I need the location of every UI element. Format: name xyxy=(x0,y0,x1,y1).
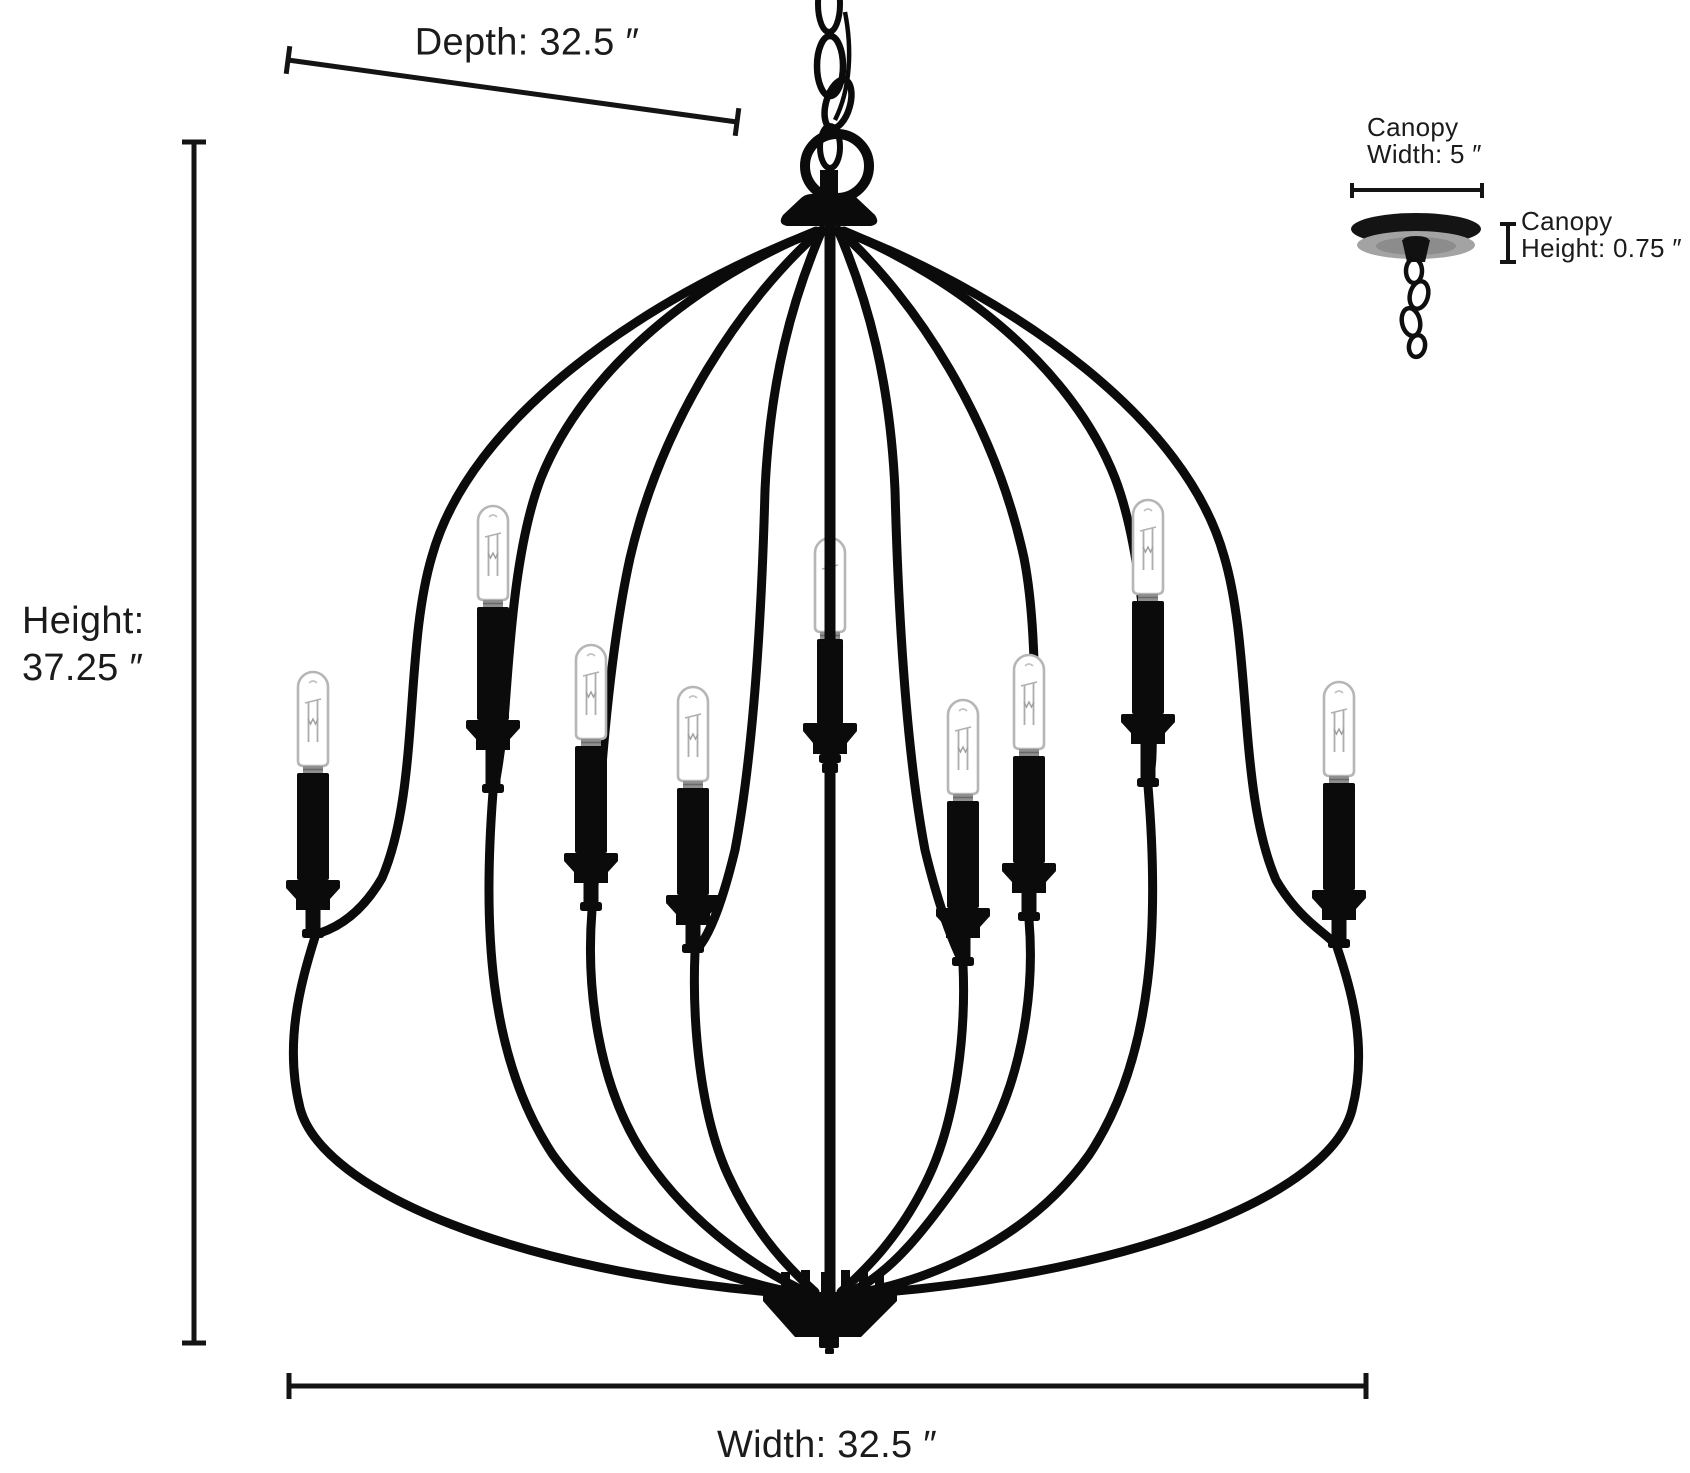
canopy-width-label-line2: Width: 5 ″ xyxy=(1367,139,1482,169)
width-dimension-label: Width: 32.5 ″ xyxy=(716,1424,938,1466)
chain-link xyxy=(832,11,852,122)
canopy-inset xyxy=(1351,213,1481,360)
depth-dimension-label: Depth: 32.5 ″ xyxy=(414,21,640,64)
rod xyxy=(693,225,827,953)
candle xyxy=(286,670,340,938)
candle xyxy=(666,685,720,953)
bulb xyxy=(946,698,980,801)
chain-link xyxy=(1406,332,1428,360)
bulb xyxy=(1322,680,1356,783)
candle-body xyxy=(666,788,720,953)
bulb xyxy=(296,670,330,773)
arm xyxy=(689,947,820,1297)
canopy-height-dimension-label: Canopy Height: 0.75 ″ xyxy=(1521,208,1682,262)
arm xyxy=(869,942,1364,1298)
candle xyxy=(1312,680,1366,948)
arm xyxy=(836,960,969,1297)
lower-arms xyxy=(288,781,1364,1298)
arm xyxy=(484,787,802,1298)
candle-body xyxy=(466,607,520,793)
height-label-line1: Height: xyxy=(22,600,145,642)
candle-body xyxy=(1002,756,1056,921)
ceiling-chain xyxy=(800,0,874,203)
candle-body xyxy=(1121,601,1175,787)
chain-link xyxy=(817,123,843,171)
center-candle-front xyxy=(803,639,857,773)
candle-body xyxy=(564,746,618,911)
chain-link xyxy=(1399,305,1423,339)
arm xyxy=(288,932,787,1298)
bulb xyxy=(1131,498,1165,601)
candle xyxy=(466,504,520,793)
rod xyxy=(315,228,817,938)
height-dimension-label: Height: 37.25 ″ xyxy=(22,598,145,692)
hang-cap xyxy=(780,194,878,226)
canopy-width-label-line1: Canopy xyxy=(1367,112,1459,142)
arm xyxy=(853,781,1158,1298)
arm xyxy=(846,915,1035,1297)
canopy-height-label-line1: Canopy xyxy=(1521,206,1613,236)
arm xyxy=(586,905,811,1297)
rod xyxy=(833,225,967,966)
candle xyxy=(1121,498,1175,787)
candle xyxy=(936,698,990,966)
canopy-width-dimension-label: Canopy Width: 5 ″ xyxy=(1367,114,1482,168)
canopy-height-label-line2: Height: 0.75 ″ xyxy=(1521,233,1682,263)
chain-link xyxy=(815,0,843,35)
candle xyxy=(1002,653,1056,921)
hang-stem xyxy=(820,170,838,198)
bottom-bowl xyxy=(763,1270,897,1354)
candle-body xyxy=(286,773,340,938)
width-dimension-line xyxy=(286,1373,1369,1399)
bulb xyxy=(476,504,510,607)
bulb xyxy=(574,643,608,746)
bulb xyxy=(676,685,710,788)
height-dimension-line xyxy=(182,139,206,1346)
candle xyxy=(564,643,618,911)
chain-link xyxy=(821,76,855,132)
canopy-collar xyxy=(1402,240,1430,262)
rod xyxy=(843,228,1338,947)
bulb xyxy=(1012,653,1046,756)
candle-body xyxy=(1312,783,1366,948)
candles xyxy=(286,498,1366,966)
height-label-line2: 37.25 ″ xyxy=(22,647,144,689)
canopy-height-dimension-line xyxy=(1500,222,1516,264)
rod xyxy=(839,226,1157,788)
candle-body xyxy=(936,801,990,966)
canopy-width-dimension-line xyxy=(1350,183,1484,198)
depth-dimension-line xyxy=(283,45,742,137)
